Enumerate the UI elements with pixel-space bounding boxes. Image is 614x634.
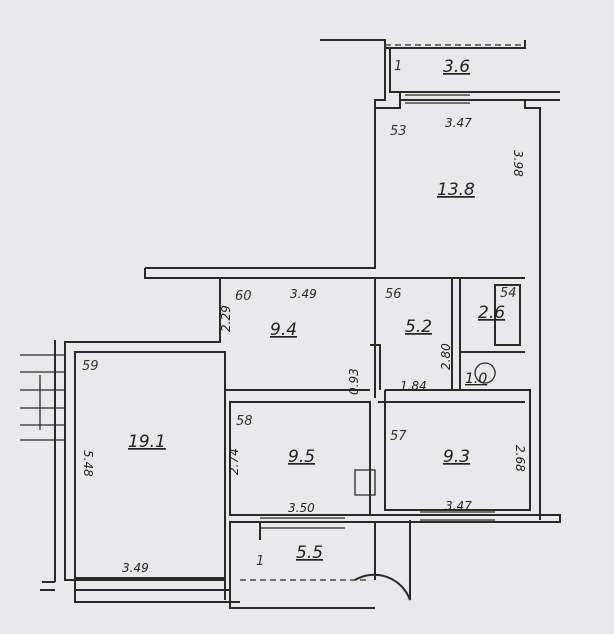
balcony-number: 1 bbox=[394, 59, 402, 74]
room-area: 2.6 bbox=[478, 303, 505, 323]
room-number: 60 bbox=[235, 289, 252, 304]
room-number: 59 bbox=[82, 359, 99, 374]
room-area: 1.0 bbox=[465, 371, 487, 387]
room-53: 53 3.47 13.8 3.98 bbox=[390, 116, 525, 200]
room-56: 56 5.2 2.80 0.93 1.84 bbox=[347, 287, 453, 395]
balcony-bottom: 1 5.5 bbox=[256, 543, 323, 569]
room-height: 5.48 bbox=[81, 450, 95, 477]
room-width: 3.47 bbox=[445, 116, 472, 130]
room-number: 54 bbox=[500, 286, 517, 301]
balcony-number: 1 bbox=[256, 554, 264, 569]
room-wc: 1.0 bbox=[465, 371, 487, 387]
room-area: 9.5 bbox=[288, 447, 315, 467]
room-width: 3.49 bbox=[290, 287, 317, 301]
balcony-area: 3.6 bbox=[443, 57, 470, 77]
room-area: 9.3 bbox=[443, 447, 470, 467]
room-height: 2.80 bbox=[439, 343, 453, 370]
room-area: 19.1 bbox=[128, 432, 166, 452]
door-width: 0.93 bbox=[347, 368, 361, 395]
room-number: 53 bbox=[390, 124, 407, 139]
room-60: 60 3.49 9.4 2.29 bbox=[219, 287, 317, 340]
room-width: 3.50 bbox=[288, 501, 315, 515]
room-number: 56 bbox=[385, 287, 402, 302]
room-59: 59 19.1 5.48 3.49 bbox=[81, 359, 166, 575]
room-number: 57 bbox=[390, 429, 407, 444]
room-height: 2.74 bbox=[227, 448, 241, 475]
room-54: 54 2.6 bbox=[478, 286, 517, 323]
room-height: 2.29 bbox=[219, 305, 233, 332]
room-width: 3.47 bbox=[445, 499, 472, 513]
room-height: 3.98 bbox=[511, 150, 525, 177]
walls bbox=[20, 39, 561, 609]
room-height: 2.68 bbox=[513, 445, 527, 472]
room-width: 1.84 bbox=[400, 379, 427, 393]
balcony-area: 5.5 bbox=[296, 543, 323, 563]
balcony-top: 1 3.6 bbox=[394, 57, 470, 77]
room-width: 3.49 bbox=[122, 561, 149, 575]
room-58: 58 9.5 2.74 3.50 bbox=[227, 414, 315, 515]
room-57: 57 9.3 2.68 3.47 bbox=[390, 429, 527, 513]
room-area: 9.4 bbox=[270, 320, 297, 340]
room-area: 13.8 bbox=[437, 180, 475, 200]
room-number: 58 bbox=[236, 414, 253, 429]
room-area: 5.2 bbox=[405, 317, 432, 337]
